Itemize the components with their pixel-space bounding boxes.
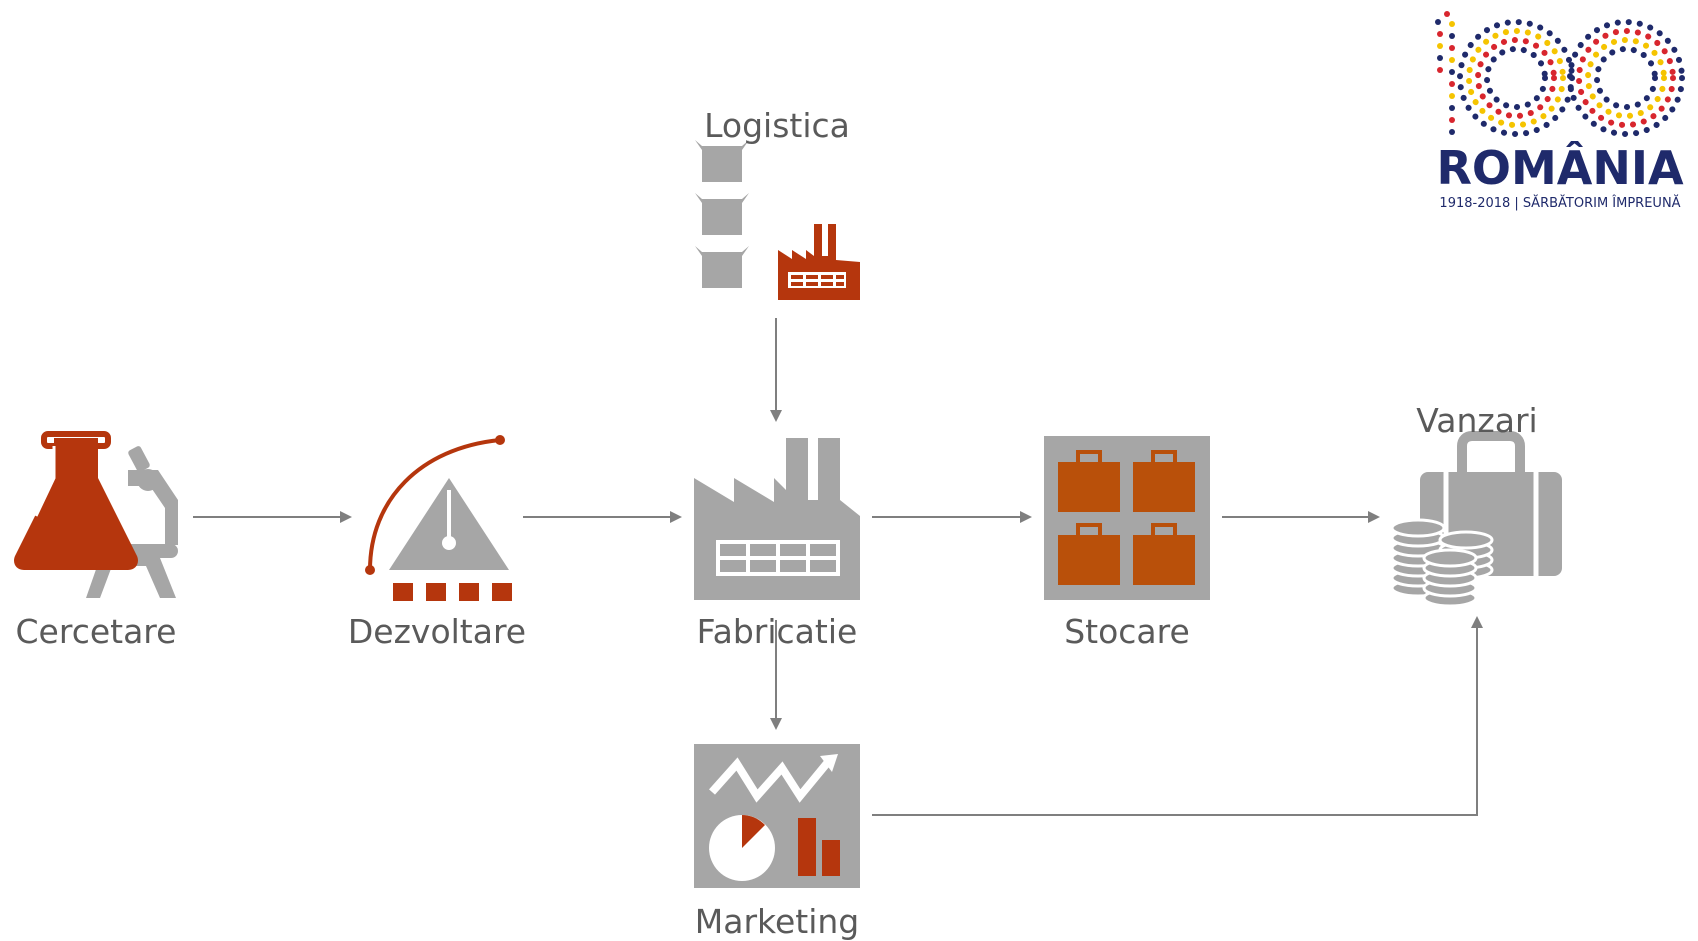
factory-icon	[694, 438, 860, 600]
logo-dotted-ring-1	[1457, 19, 1575, 137]
marketing-icon	[694, 744, 860, 888]
node-label-stocare: Stocare	[1064, 612, 1190, 651]
node-label-dezvoltare: Dezvoltare	[348, 612, 526, 651]
logo-dotted-ring-2	[1567, 19, 1685, 137]
sales-icon	[1390, 431, 1562, 608]
logo-country: ROMÂNIA	[1436, 141, 1684, 195]
node-label-fabricatie: Fabricatie	[697, 612, 858, 651]
node-label-cercetare: Cercetare	[16, 612, 177, 651]
development-icon	[365, 435, 512, 601]
logo-tagline: 1918-2018 | SĂRBĂTORIM ÎMPREUNĂ	[1439, 195, 1680, 211]
node-label-vanzari: Vanzari	[1416, 401, 1537, 440]
research-icon	[14, 431, 178, 598]
arrow-marketing-to-vanzari	[872, 616, 1483, 816]
node-label-logistica: Logistica	[704, 106, 850, 145]
storage-icon	[1044, 436, 1210, 600]
connectors	[193, 318, 1483, 816]
romania-100-logo: ROMÂNIA 1918-2018 | SĂRBĂTORIM ÎMPREUNĂ	[1435, 11, 1685, 211]
logistics-icon	[695, 140, 860, 300]
node-label-marketing: Marketing	[695, 902, 859, 941]
logo-dotted-1	[1435, 11, 1455, 135]
